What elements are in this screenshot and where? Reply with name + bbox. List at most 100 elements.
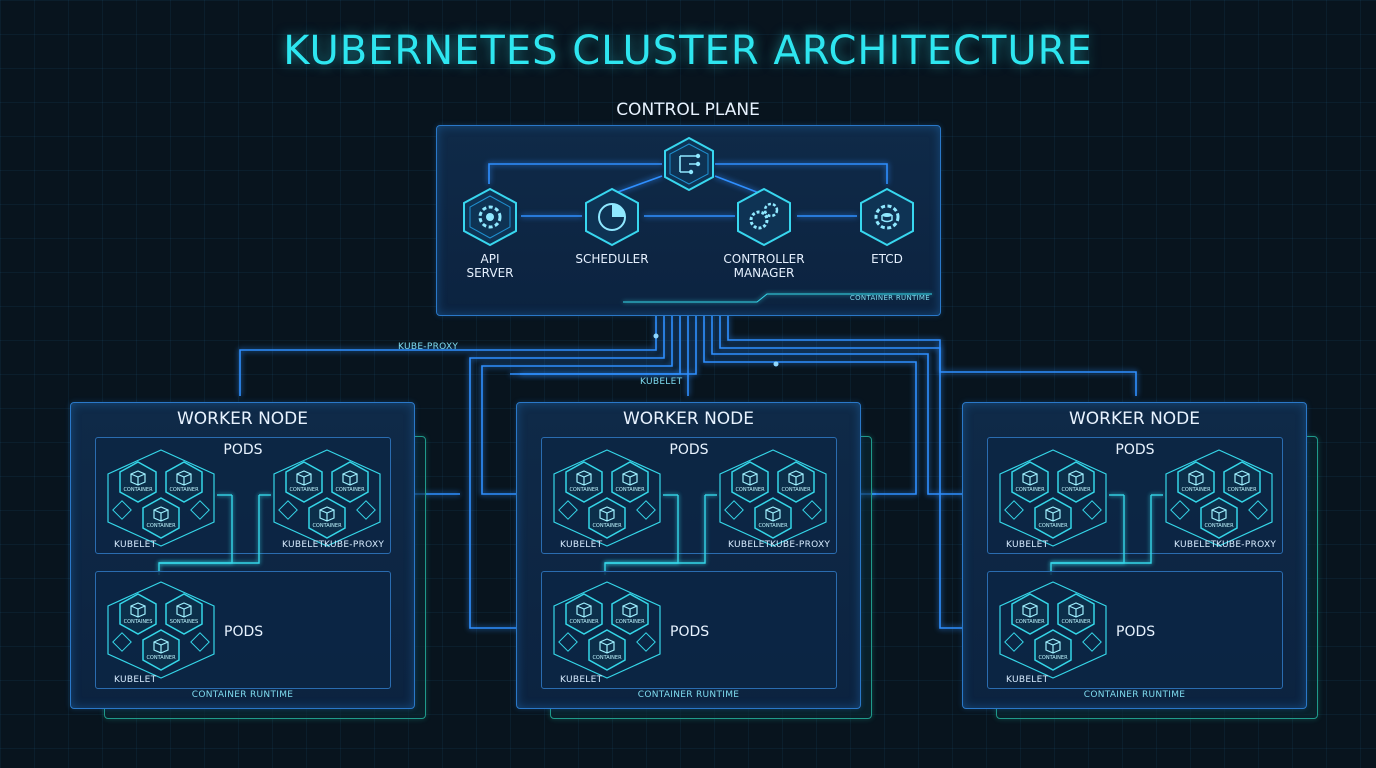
container-node[interactable]: SONTAINES [162, 592, 206, 636]
pod-boundary [107, 581, 215, 679]
kubelet-link-label: KUBELET [640, 377, 683, 387]
container-icon [165, 461, 203, 503]
kubelet-bottom-label: KUBELET [114, 675, 157, 685]
container-node[interactable]: CONTAINER [116, 460, 160, 504]
container-node[interactable]: CONTAINER [1008, 592, 1052, 636]
container-label: CONTAINER [146, 523, 176, 529]
worker-node-title: WORKER NODE [622, 409, 755, 429]
pod-boundary [999, 581, 1107, 679]
container-icon [588, 497, 626, 539]
pod-left[interactable]: CONTAINER CONTAINER CONTAINER [994, 448, 1112, 548]
container-node[interactable]: CONTAINER [1008, 460, 1052, 504]
container-icon [611, 593, 649, 635]
pod-bottom[interactable]: CONTAINES SONTAINES CONTAINER [102, 580, 220, 680]
pod-boundary [719, 449, 827, 547]
worker-node-panel: WORKER NODE PODS CONTAINER CONTAINER [70, 402, 415, 709]
container-node[interactable]: CONTAINER [1220, 460, 1264, 504]
container-node[interactable]: CONTAINER [282, 460, 326, 504]
node-internal-wires [1050, 494, 1163, 575]
container-node[interactable]: CONTAINER [1031, 628, 1075, 672]
container-node[interactable]: CONTAINER [585, 496, 629, 540]
kubelet-left-label: KUBELET [560, 540, 603, 550]
container-label: CONTAINER [1015, 619, 1045, 625]
container-node[interactable]: CONTAINER [585, 628, 629, 672]
container-icon [611, 461, 649, 503]
container-node[interactable]: CONTAINER [608, 592, 652, 636]
container-icon [565, 593, 603, 635]
container-icon [1011, 461, 1049, 503]
container-label: CONTAINER [312, 523, 342, 529]
kubelet-left-label: KUBELET [114, 540, 157, 550]
database-icon [860, 187, 914, 247]
container-icon [588, 629, 626, 671]
container-node[interactable]: CONTAINER [728, 460, 772, 504]
container-icon [565, 461, 603, 503]
container-node[interactable]: CONTAINES [116, 592, 160, 636]
pods-top-title: PODS [1115, 442, 1155, 458]
container-icon [285, 461, 323, 503]
container-icon [1200, 497, 1238, 539]
container-label: CONTAINER [1061, 619, 1091, 625]
pod-right[interactable]: CONTAINER CONTAINER CONTAINER [714, 448, 832, 548]
kube-proxy-label: KUBE-PROXY [770, 540, 831, 550]
container-node[interactable]: CONTAINER [162, 460, 206, 504]
worker-node-title: WORKER NODE [176, 409, 309, 429]
pods-bottom-title: PODS [1116, 624, 1156, 640]
container-node[interactable]: CONTAINER [751, 496, 795, 540]
kubelet-right-label: KUBELET [282, 540, 325, 550]
controller-manager-node[interactable] [735, 187, 793, 251]
container-label: CONTAINER [1038, 523, 1068, 529]
scheduler-node[interactable] [583, 187, 641, 251]
container-node[interactable]: CONTAINER [1054, 460, 1098, 504]
network-icon [664, 136, 714, 192]
container-label: CONTAINER [335, 487, 365, 493]
container-icon [1034, 497, 1072, 539]
api-server-label: API SERVER [466, 252, 514, 280]
container-node[interactable]: CONTAINER [774, 460, 818, 504]
container-node[interactable]: CONTAINER [562, 592, 606, 636]
container-node[interactable]: CONTAINER [1054, 592, 1098, 636]
container-label: CONTAINER [1227, 487, 1257, 493]
container-node[interactable]: CONTAINER [139, 496, 183, 540]
container-node[interactable]: CONTAINER [562, 460, 606, 504]
pod-bottom[interactable]: CONTAINER CONTAINER CONTAINER [994, 580, 1112, 680]
pod-bottom[interactable]: CONTAINER CONTAINER CONTAINER [548, 580, 666, 680]
pod-right[interactable]: CONTAINER CONTAINER CONTAINER [268, 448, 386, 548]
container-runtime-label: CONTAINER RUNTIME [637, 690, 740, 700]
pod-boundary [107, 449, 215, 547]
container-runtime-label: CONTAINER RUNTIME [1083, 690, 1186, 700]
container-icon [331, 461, 369, 503]
container-label: CONTAINER [615, 487, 645, 493]
container-label: CONTAINER [1038, 655, 1068, 661]
pods-top-title: PODS [669, 442, 709, 458]
container-node[interactable]: CONTAINER [1174, 460, 1218, 504]
pods-bottom-title: PODS [224, 624, 264, 640]
pod-right[interactable]: CONTAINER CONTAINER CONTAINER [1160, 448, 1278, 548]
pods-group-top: PODS CONTAINER CONTAINER [541, 437, 837, 554]
container-node[interactable]: CONTAINER [1031, 496, 1075, 540]
kubelet-right-label: KUBELET [1174, 540, 1217, 550]
api-server-node[interactable] [461, 187, 519, 251]
container-icon [754, 497, 792, 539]
pod-left[interactable]: CONTAINER CONTAINER CONTAINER [102, 448, 220, 548]
container-label: CONTAINER [735, 487, 765, 493]
container-node[interactable]: CONTAINER [608, 460, 652, 504]
pod-left[interactable]: CONTAINER CONTAINER CONTAINER [548, 448, 666, 548]
hub-node[interactable] [661, 136, 717, 196]
pod-boundary [1165, 449, 1273, 547]
kubelet-right-label: KUBELET [728, 540, 771, 550]
container-icon [165, 593, 203, 635]
container-label: CONTAINER [1015, 487, 1045, 493]
pods-top-title: PODS [223, 442, 263, 458]
etcd-node[interactable] [858, 187, 916, 251]
container-icon [308, 497, 346, 539]
container-icon [142, 497, 180, 539]
container-node[interactable]: CONTAINER [305, 496, 349, 540]
container-icon [1057, 461, 1095, 503]
container-node[interactable]: CONTAINER [1197, 496, 1241, 540]
container-node[interactable]: CONTAINER [139, 628, 183, 672]
container-node[interactable]: CONTAINER [328, 460, 372, 504]
kube-proxy-label: KUBE-PROXY [324, 540, 385, 550]
container-label: CONTAINER [758, 523, 788, 529]
